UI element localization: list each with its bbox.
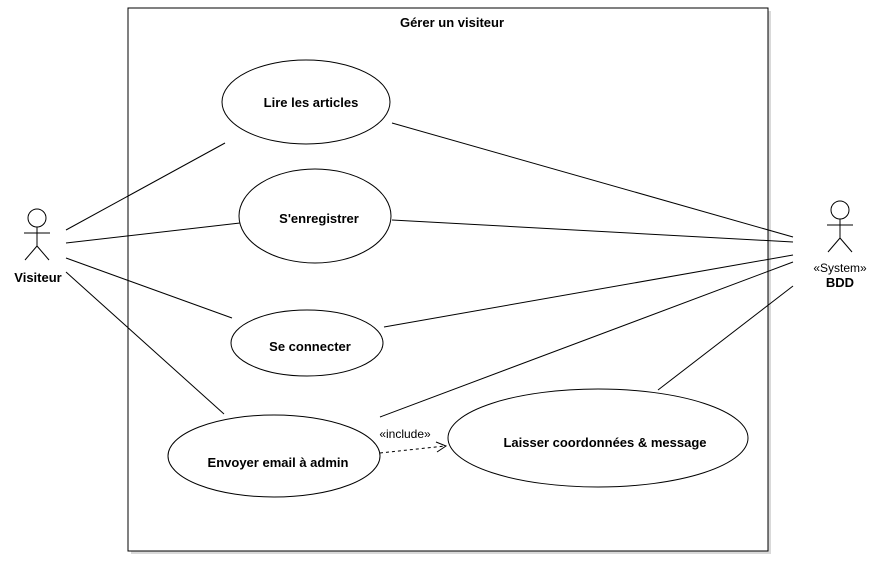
use-case-envoyer-email[interactable]: Envoyer email à admin	[167, 414, 381, 498]
assoc-enregistrer-bdd	[391, 219, 794, 243]
actor-bdd[interactable]: «System» BDD	[813, 200, 867, 290]
include-arrowhead	[435, 441, 448, 453]
use-case-label: Laisser coordonnées & message	[503, 435, 706, 450]
actor-visiteur[interactable]: Visiteur	[14, 208, 62, 285]
assoc-visiteur-lire	[65, 142, 226, 231]
use-case-label: S'enregistrer	[279, 211, 359, 226]
actor-name: BDD	[826, 275, 854, 290]
stick-figure-icon	[24, 208, 50, 261]
assoc-laisser-bdd	[657, 285, 794, 391]
use-case-ellipse[interactable]	[238, 168, 392, 264]
use-case-laisser-coordonnees[interactable]: Laisser coordonnées & message	[447, 388, 749, 488]
assoc-connecter-bdd	[383, 254, 794, 328]
use-case-lire-articles[interactable]: Lire les articles	[221, 59, 391, 145]
actor-stereotype: «System»	[813, 261, 867, 275]
use-case-ellipse[interactable]	[221, 59, 391, 145]
stick-figure-icon	[827, 200, 853, 253]
actor-name: Visiteur	[14, 270, 61, 285]
assoc-visiteur-connecter	[65, 257, 233, 319]
use-case-label: Se connecter	[269, 339, 351, 354]
assoc-lire-bdd	[391, 122, 794, 238]
use-case-enregistrer[interactable]: S'enregistrer	[238, 168, 392, 264]
use-case-ellipse[interactable]	[447, 388, 749, 488]
include-label: «include»	[379, 427, 431, 441]
assoc-visiteur-envoyer	[65, 271, 225, 415]
use-case-ellipse[interactable]	[230, 309, 384, 377]
system-title: Gérer un visiteur	[400, 15, 504, 30]
include-dependency	[379, 445, 446, 454]
use-case-label: Envoyer email à admin	[208, 455, 349, 470]
use-case-label: Lire les articles	[264, 95, 359, 110]
use-case-ellipse[interactable]	[167, 414, 381, 498]
assoc-envoyer-bdd	[379, 261, 794, 418]
assoc-visiteur-enregistrer	[65, 222, 241, 244]
use-case-connecter[interactable]: Se connecter	[230, 309, 384, 377]
